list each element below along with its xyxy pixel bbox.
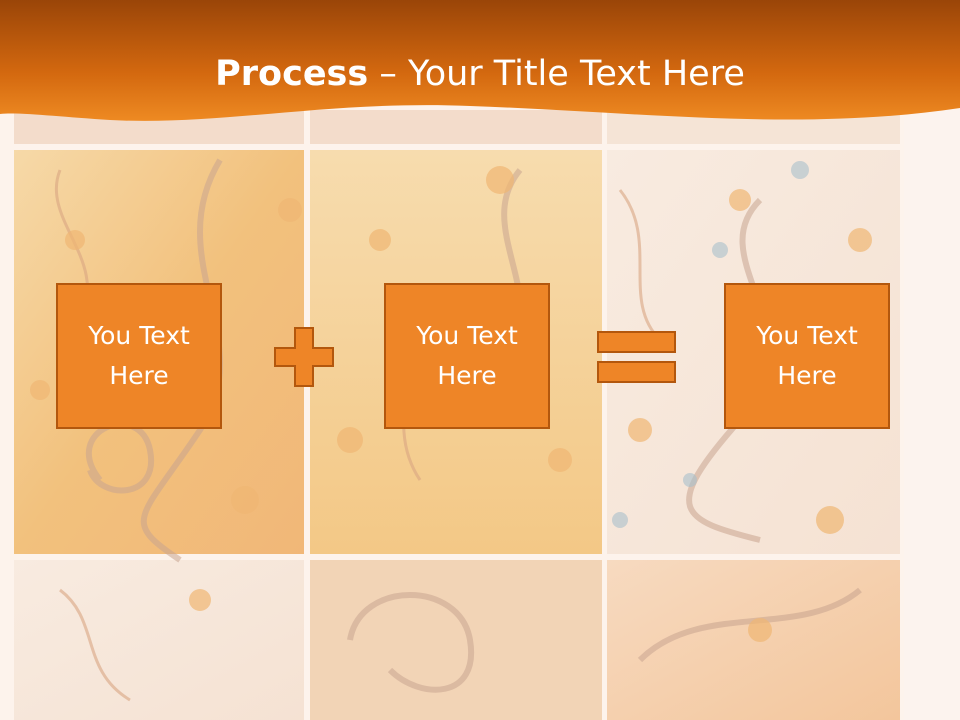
plus-icon: [274, 327, 334, 387]
equals-icon: [597, 331, 676, 383]
process-box-3[interactable]: You Text Here: [724, 283, 890, 429]
process-box-1[interactable]: You Text Here: [56, 283, 222, 429]
process-box-1-text: You Text Here: [88, 321, 190, 390]
process-box-2-text: You Text Here: [416, 321, 518, 390]
process-box-2[interactable]: You Text Here: [384, 283, 550, 429]
title-rest: – Your Title Text Here: [368, 54, 745, 94]
process-box-3-text: You Text Here: [756, 321, 858, 390]
header-band: [0, 0, 960, 121]
slide-title: Process – Your Title Text Here: [0, 52, 960, 96]
title-bold: Process: [215, 54, 369, 94]
